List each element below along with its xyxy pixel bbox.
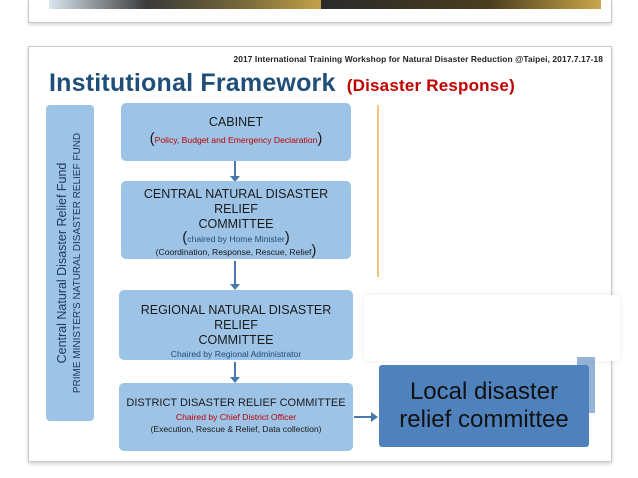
fund-name: Central Natural Disaster Relief Fund — [55, 162, 69, 364]
arrow-regional-to-district — [230, 362, 240, 383]
workshop-header: 2017 International Training Workshop for… — [233, 54, 603, 64]
regional-title-line2: COMMITTEE — [198, 333, 274, 347]
regional-title-line1: REGIONAL NATURAL DISASTER RELIEF — [140, 303, 332, 332]
slide-title: Institutional Framework (Disaster Respon… — [49, 69, 515, 98]
title-sub: (Disaster Response) — [346, 76, 515, 95]
divider-line — [377, 105, 379, 277]
local-line2: relief committee — [399, 406, 569, 433]
title-main: Institutional Framework — [49, 69, 336, 97]
district-committee-box: DISTRICT DISASTER RELIEF COMMITTEE Chair… — [119, 383, 353, 451]
local-line1: Local disaster — [409, 378, 559, 405]
previous-slide-image-left — [49, 0, 329, 9]
arrow-cabinet-to-central — [230, 161, 240, 182]
district-duties: (Execution, Rescue & Relief, Data collec… — [150, 424, 322, 434]
district-title: DISTRICT DISASTER RELIEF COMMITTEE — [126, 397, 346, 409]
cabinet-box: CABINET (Policy, Budget and Emergency De… — [121, 103, 351, 161]
central-title-line2: COMMITTEE — [198, 217, 274, 231]
slide: 2017 International Training Workshop for… — [28, 46, 620, 462]
regional-chair: Chaired by Regional Administrator — [170, 349, 302, 359]
previous-slide-image-right — [321, 0, 601, 9]
regional-committee-box: REGIONAL NATURAL DISASTER RELIEF COMMITT… — [119, 290, 353, 360]
fund-panel: Central Natural Disaster Relief Fund PRI… — [46, 105, 94, 421]
central-duties: Coordination, Response, Rescue, Relief — [158, 247, 312, 257]
central-committee-box: CENTRAL NATURAL DISASTER RELIEF COMMITTE… — [121, 181, 351, 259]
cabinet-role: Policy, Budget and Emergency Declaration — [154, 135, 318, 145]
arrow-district-to-local — [354, 412, 378, 422]
cabinet-title: CABINET — [208, 115, 264, 129]
district-chair: Chaired by Chief District Officer — [175, 412, 297, 422]
arrow-central-to-regional — [230, 261, 240, 290]
overlay-panel — [364, 295, 620, 361]
central-chair: chaired by Home Minister — [187, 234, 285, 244]
local-committee-box: Local disaster relief committee — [379, 365, 589, 447]
pm-fund-name: PRIME MINISTER'S NATURAL DISASTER RELIEF… — [72, 132, 83, 394]
previous-slide-edge — [28, 0, 612, 23]
central-title-line1: CENTRAL NATURAL DISASTER RELIEF — [143, 187, 329, 216]
